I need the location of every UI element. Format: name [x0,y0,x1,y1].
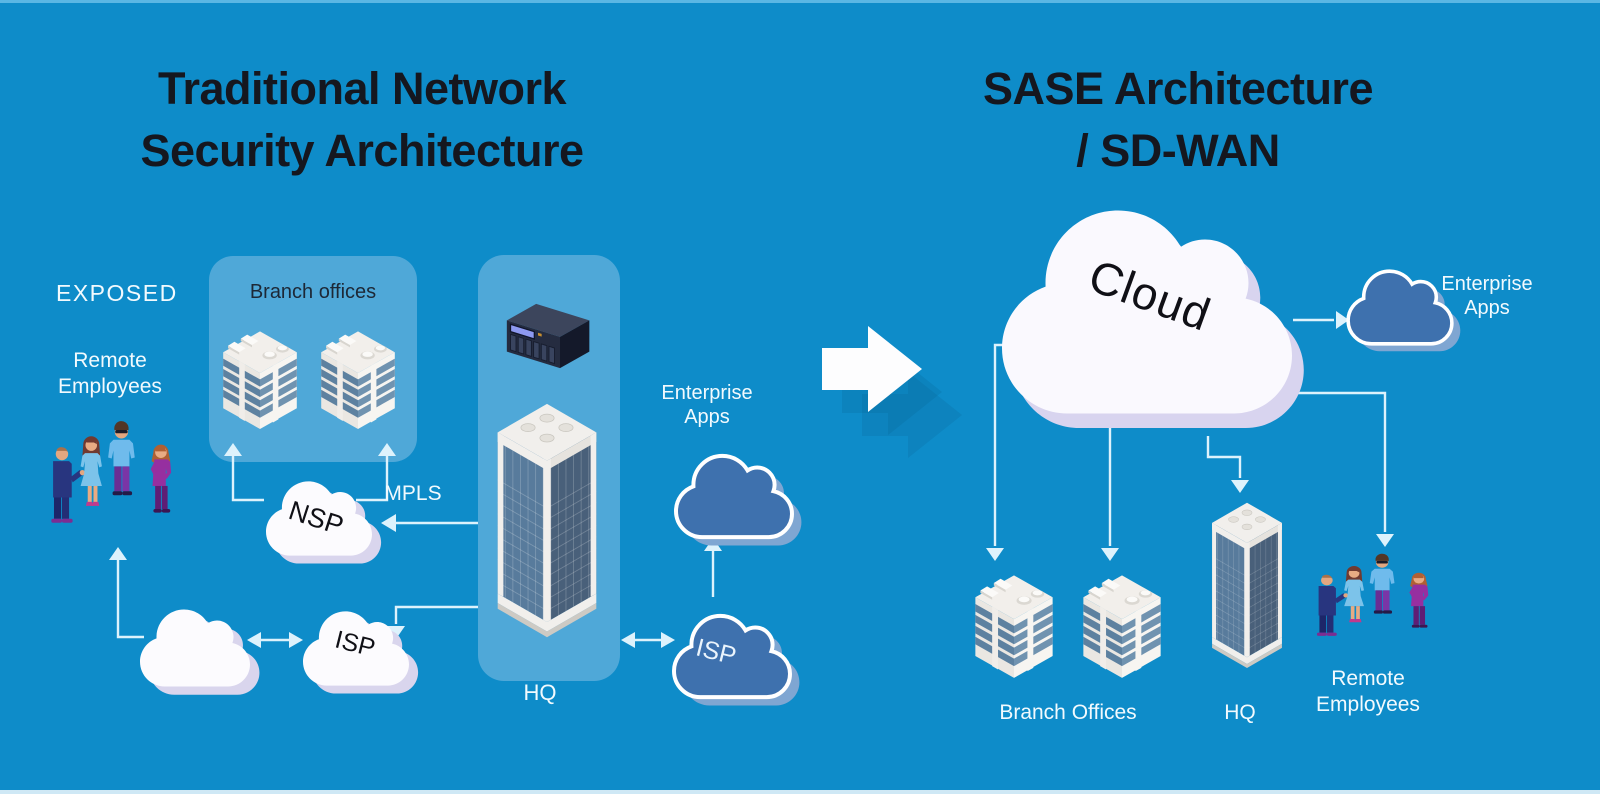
person-sunglasses-icon [108,421,135,496]
remote-employees-people-icon [51,421,172,523]
mpls-label: MPLS [384,482,442,505]
title-line: / SD-WAN [1076,125,1280,177]
person-purple-icon [150,444,172,513]
person-dress-icon [1344,565,1364,623]
right-diagram-title: SASE Architecture / SD-WAN [918,58,1438,182]
hq-label: HQ [1224,701,1256,724]
hq-tower-icon [497,403,597,638]
remote-employees-people-icon [1316,553,1429,636]
person-sunglasses-icon [1369,553,1395,614]
person-dress-icon [80,436,102,506]
enterprise-apps-label: Enterprise Apps [661,382,753,429]
enterprise-apps-label: Enterprise Apps [1441,273,1533,320]
bottom-edge-strip [0,790,1600,794]
hq-label: HQ [523,680,557,705]
branch-offices-label: Branch Offices [999,701,1137,724]
hq-tower-icon [1211,502,1283,668]
branch-offices-label: Branch offices [249,281,377,303]
title-line: Traditional Network [157,63,567,114]
remote-employees-label: Remote Employees [58,349,162,398]
person-purple-icon [1409,572,1429,628]
title-line: Security Architecture [140,125,585,177]
top-edge-strip [0,0,1600,3]
nsp-cloud-icon [266,481,382,564]
enterprise-apps-cloud-icon [674,453,802,546]
transform-arrow-icon [822,326,962,458]
big-cloud-icon [1002,210,1304,428]
branch-building-icon [975,575,1053,678]
remote-employees-label: Remote Employees [1316,667,1420,716]
branch-building-icon [321,331,395,429]
title-line: SASE Architecture [983,63,1373,114]
isp-cloud-icon [303,611,419,694]
isp-blue-cloud-icon [672,613,800,706]
branch-building-icon [223,331,297,429]
internet-cloud-icon [140,609,260,695]
left-diagram-title: Traditional Network Security Architectur… [102,58,622,182]
enterprise-apps-cloud-icon [1346,269,1461,352]
branch-building-icon [1083,575,1161,678]
person-suit-icon [51,447,86,523]
nas-server-icon [506,303,590,369]
exposed-label: EXPOSED [56,280,178,306]
person-suit-icon [1316,574,1349,636]
